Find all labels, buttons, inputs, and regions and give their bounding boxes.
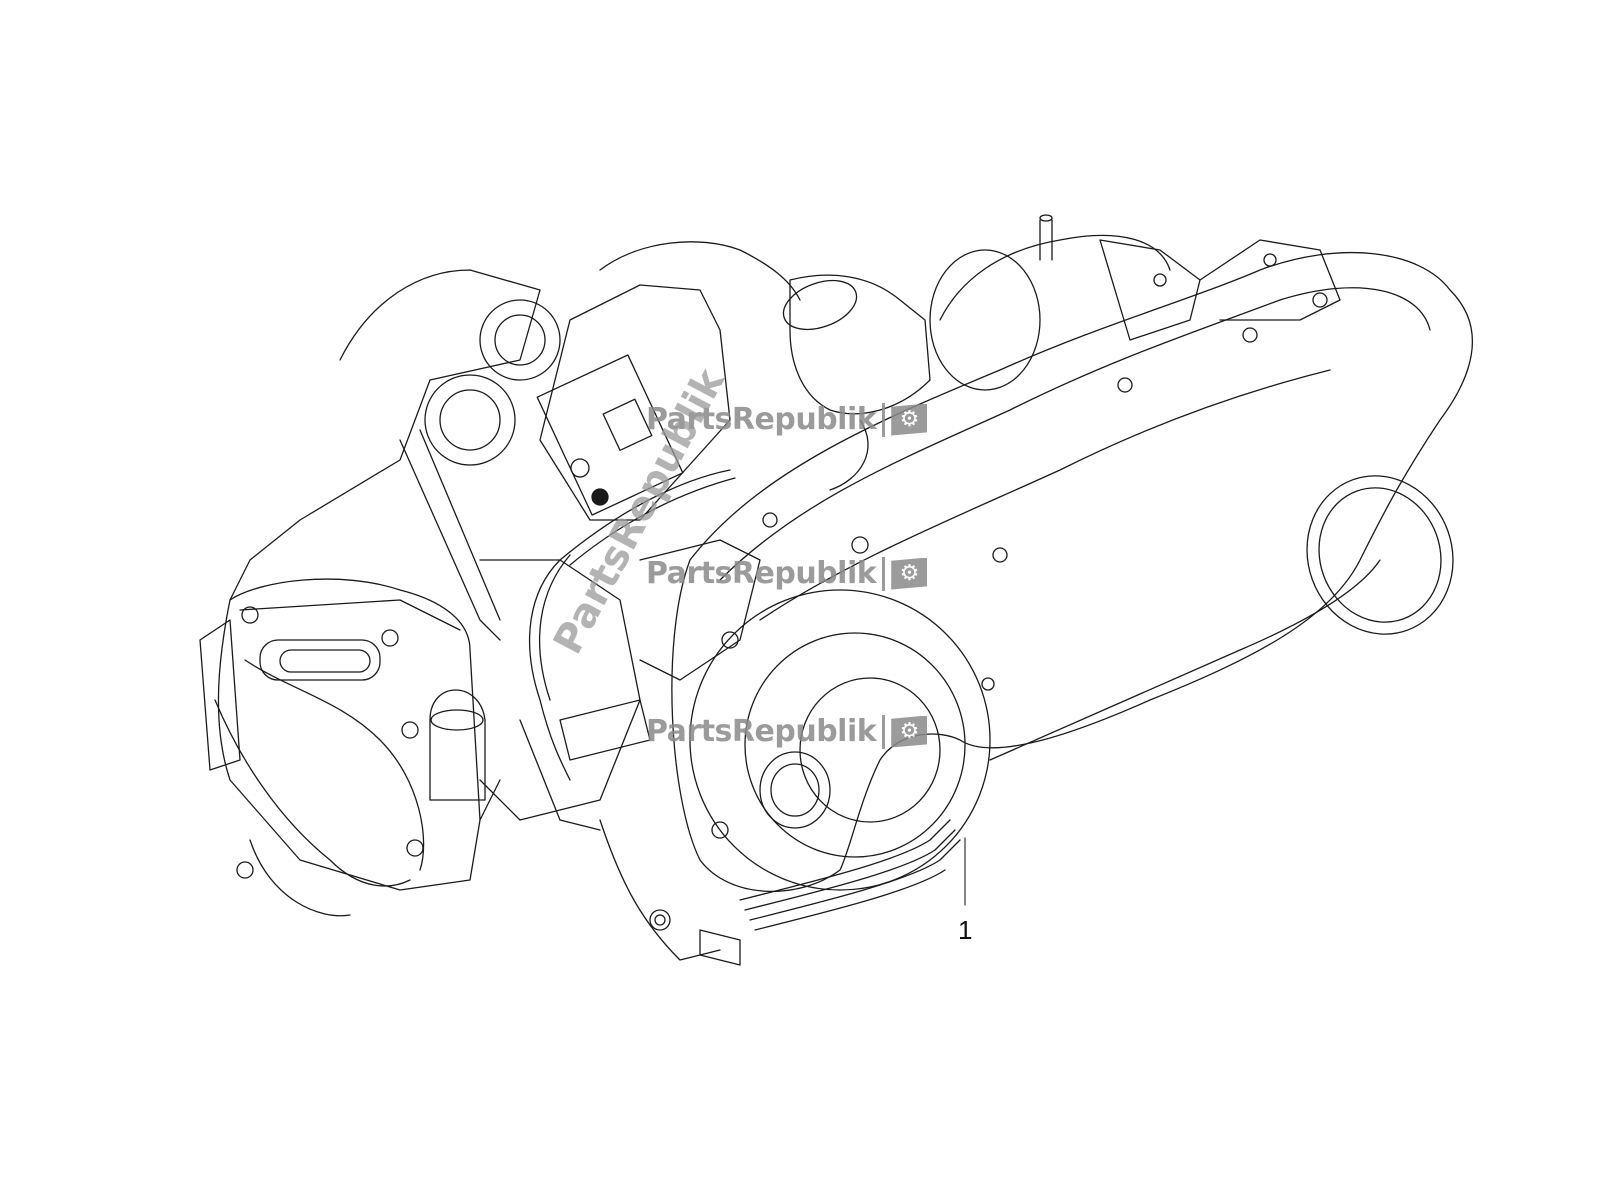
callout-label: 1 <box>958 915 973 945</box>
rear-mounts <box>929 214 1341 393</box>
intake-tube <box>599 241 931 491</box>
cvt-cover <box>671 251 1474 931</box>
crankcase <box>479 512 1008 966</box>
cylinder-head <box>199 269 541 891</box>
throttle-body <box>424 284 731 521</box>
brace-cables <box>249 429 736 917</box>
